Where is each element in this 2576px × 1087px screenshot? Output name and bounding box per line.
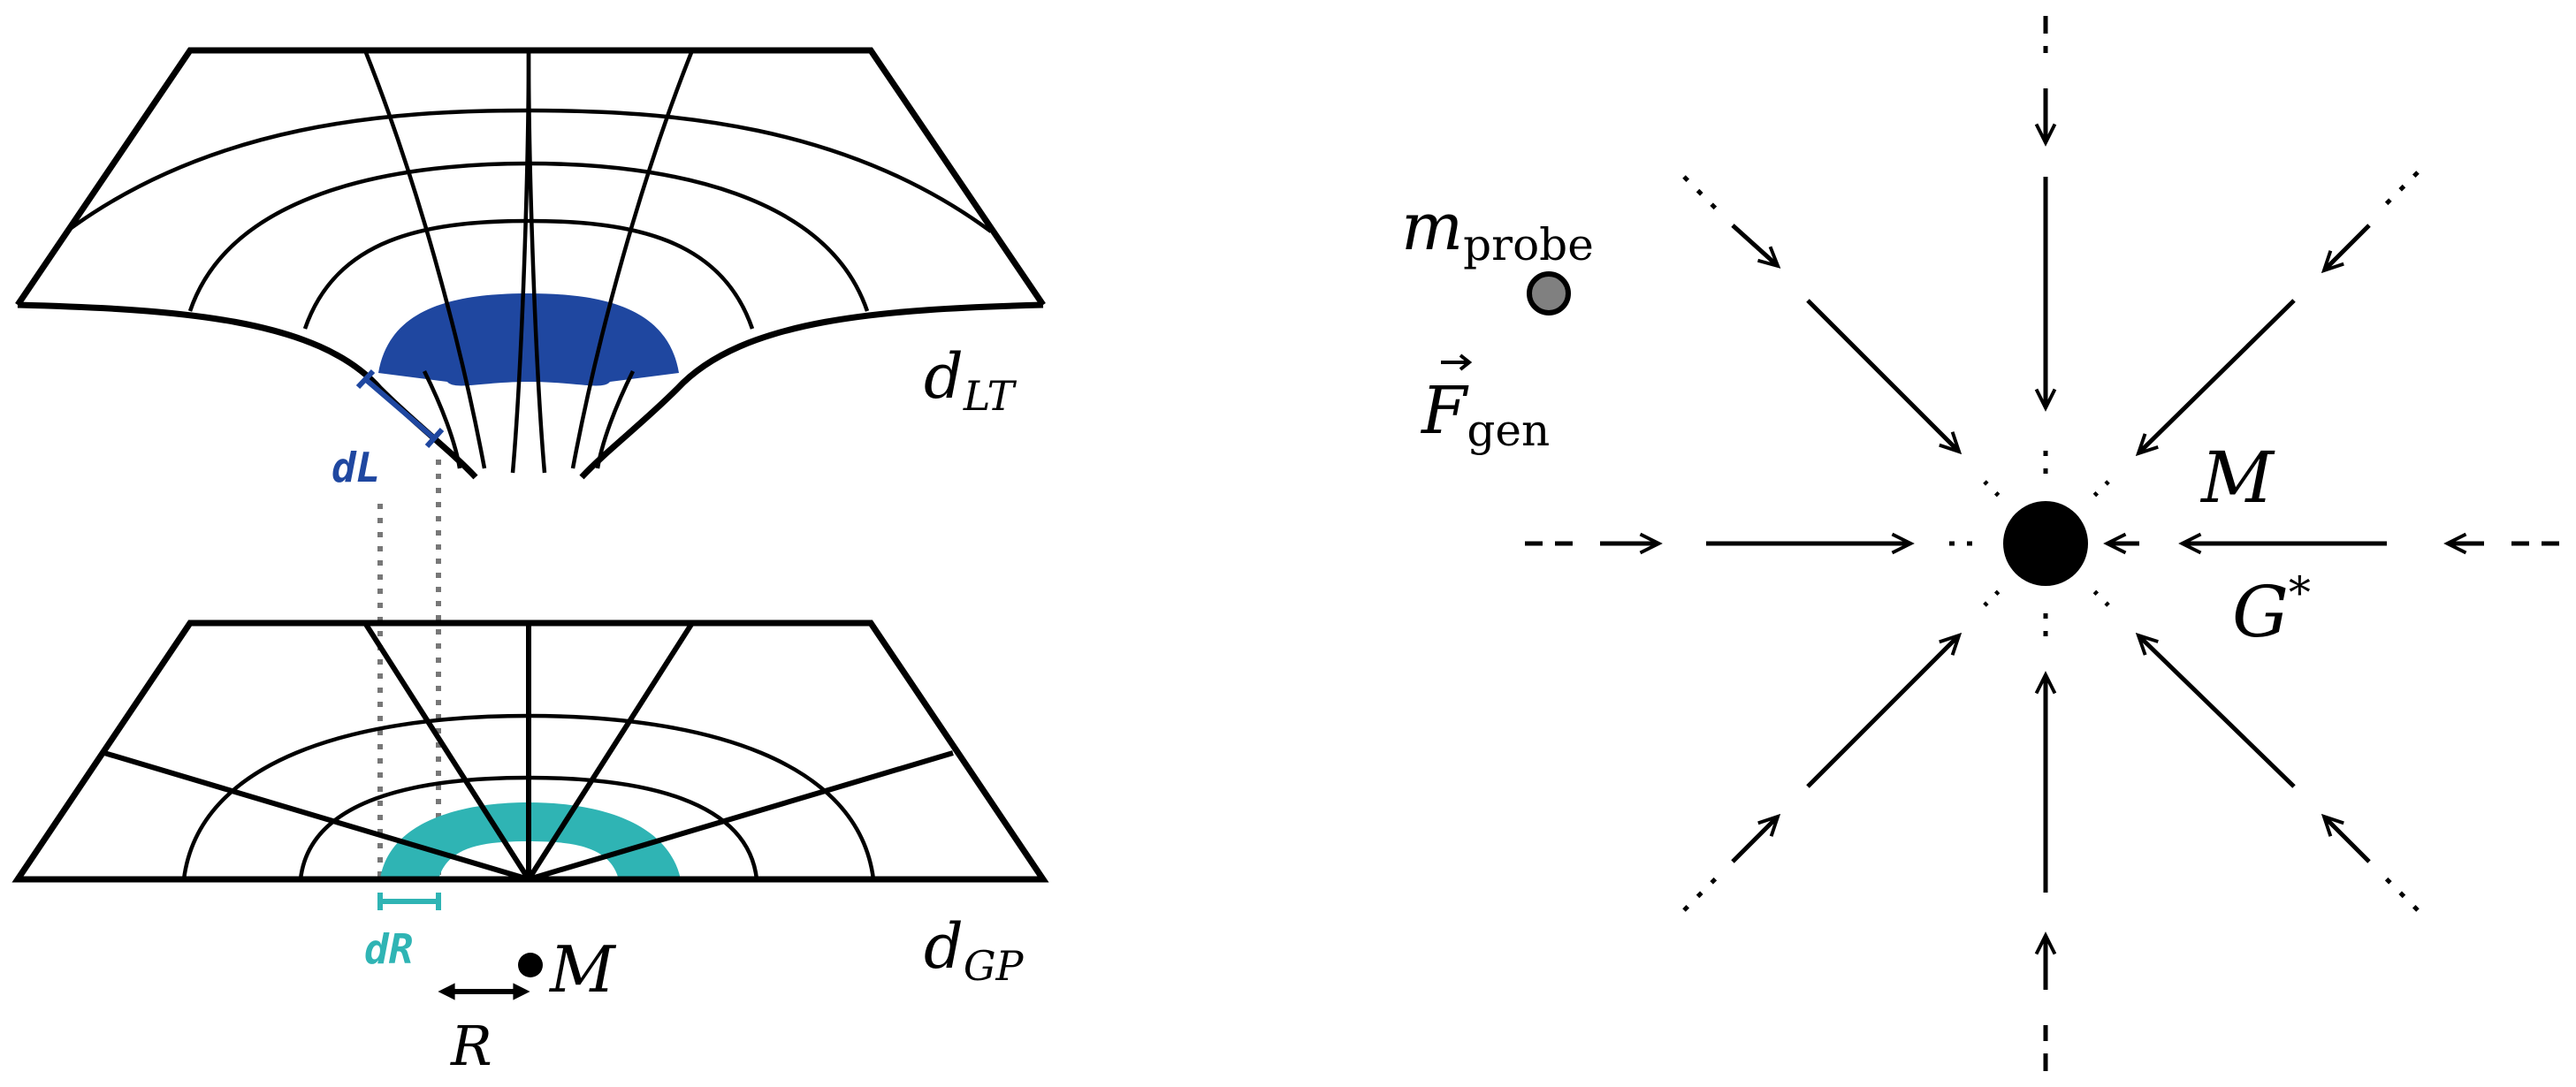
- ray-bottom-right: [2092, 589, 2420, 912]
- top-surface-left-funnel-edge: [17, 301, 478, 480]
- ray-top-left: [1682, 175, 2001, 498]
- dotted-connectors: [377, 460, 441, 884]
- force-label: Fgen: [1420, 353, 1550, 456]
- probe-label: mprobe: [1401, 189, 1594, 270]
- left-mass-dot: [518, 953, 543, 977]
- dl-blue-band: [378, 293, 679, 386]
- g-star-label: G*: [2232, 567, 2311, 653]
- top-surface-lt: dL dLT: [15, 47, 1046, 491]
- dl-label: dL: [332, 444, 380, 491]
- bottom-radial-spokes: [103, 621, 954, 882]
- right-panel: [1525, 16, 2559, 1071]
- top-surface-right-funnel-edge: [579, 301, 1044, 480]
- top-ring-3: [302, 218, 755, 330]
- radius-label: R: [450, 1014, 492, 1078]
- svg-text:Fgen: Fgen: [1420, 373, 1550, 456]
- dl-marker-bracket: [355, 369, 445, 449]
- ray-top-right: [2092, 171, 2420, 498]
- central-mass: [2003, 501, 2088, 586]
- bottom-trapezoid: [11, 620, 1049, 883]
- left-mass-label: M: [548, 932, 617, 1007]
- dr-label: dR: [364, 925, 413, 973]
- dr-marker-bracket: [377, 893, 441, 910]
- ray-bottom-left: [1682, 589, 2001, 912]
- top-radial-spokes: [362, 49, 695, 474]
- probe-mass: [1527, 271, 1571, 315]
- d-gp-label: dGP: [924, 910, 1025, 990]
- d-lt-label: dLT: [924, 340, 1017, 420]
- right-mass-label: M: [2199, 437, 2275, 519]
- bottom-surface-gp: dR dGP M R: [11, 620, 1049, 1078]
